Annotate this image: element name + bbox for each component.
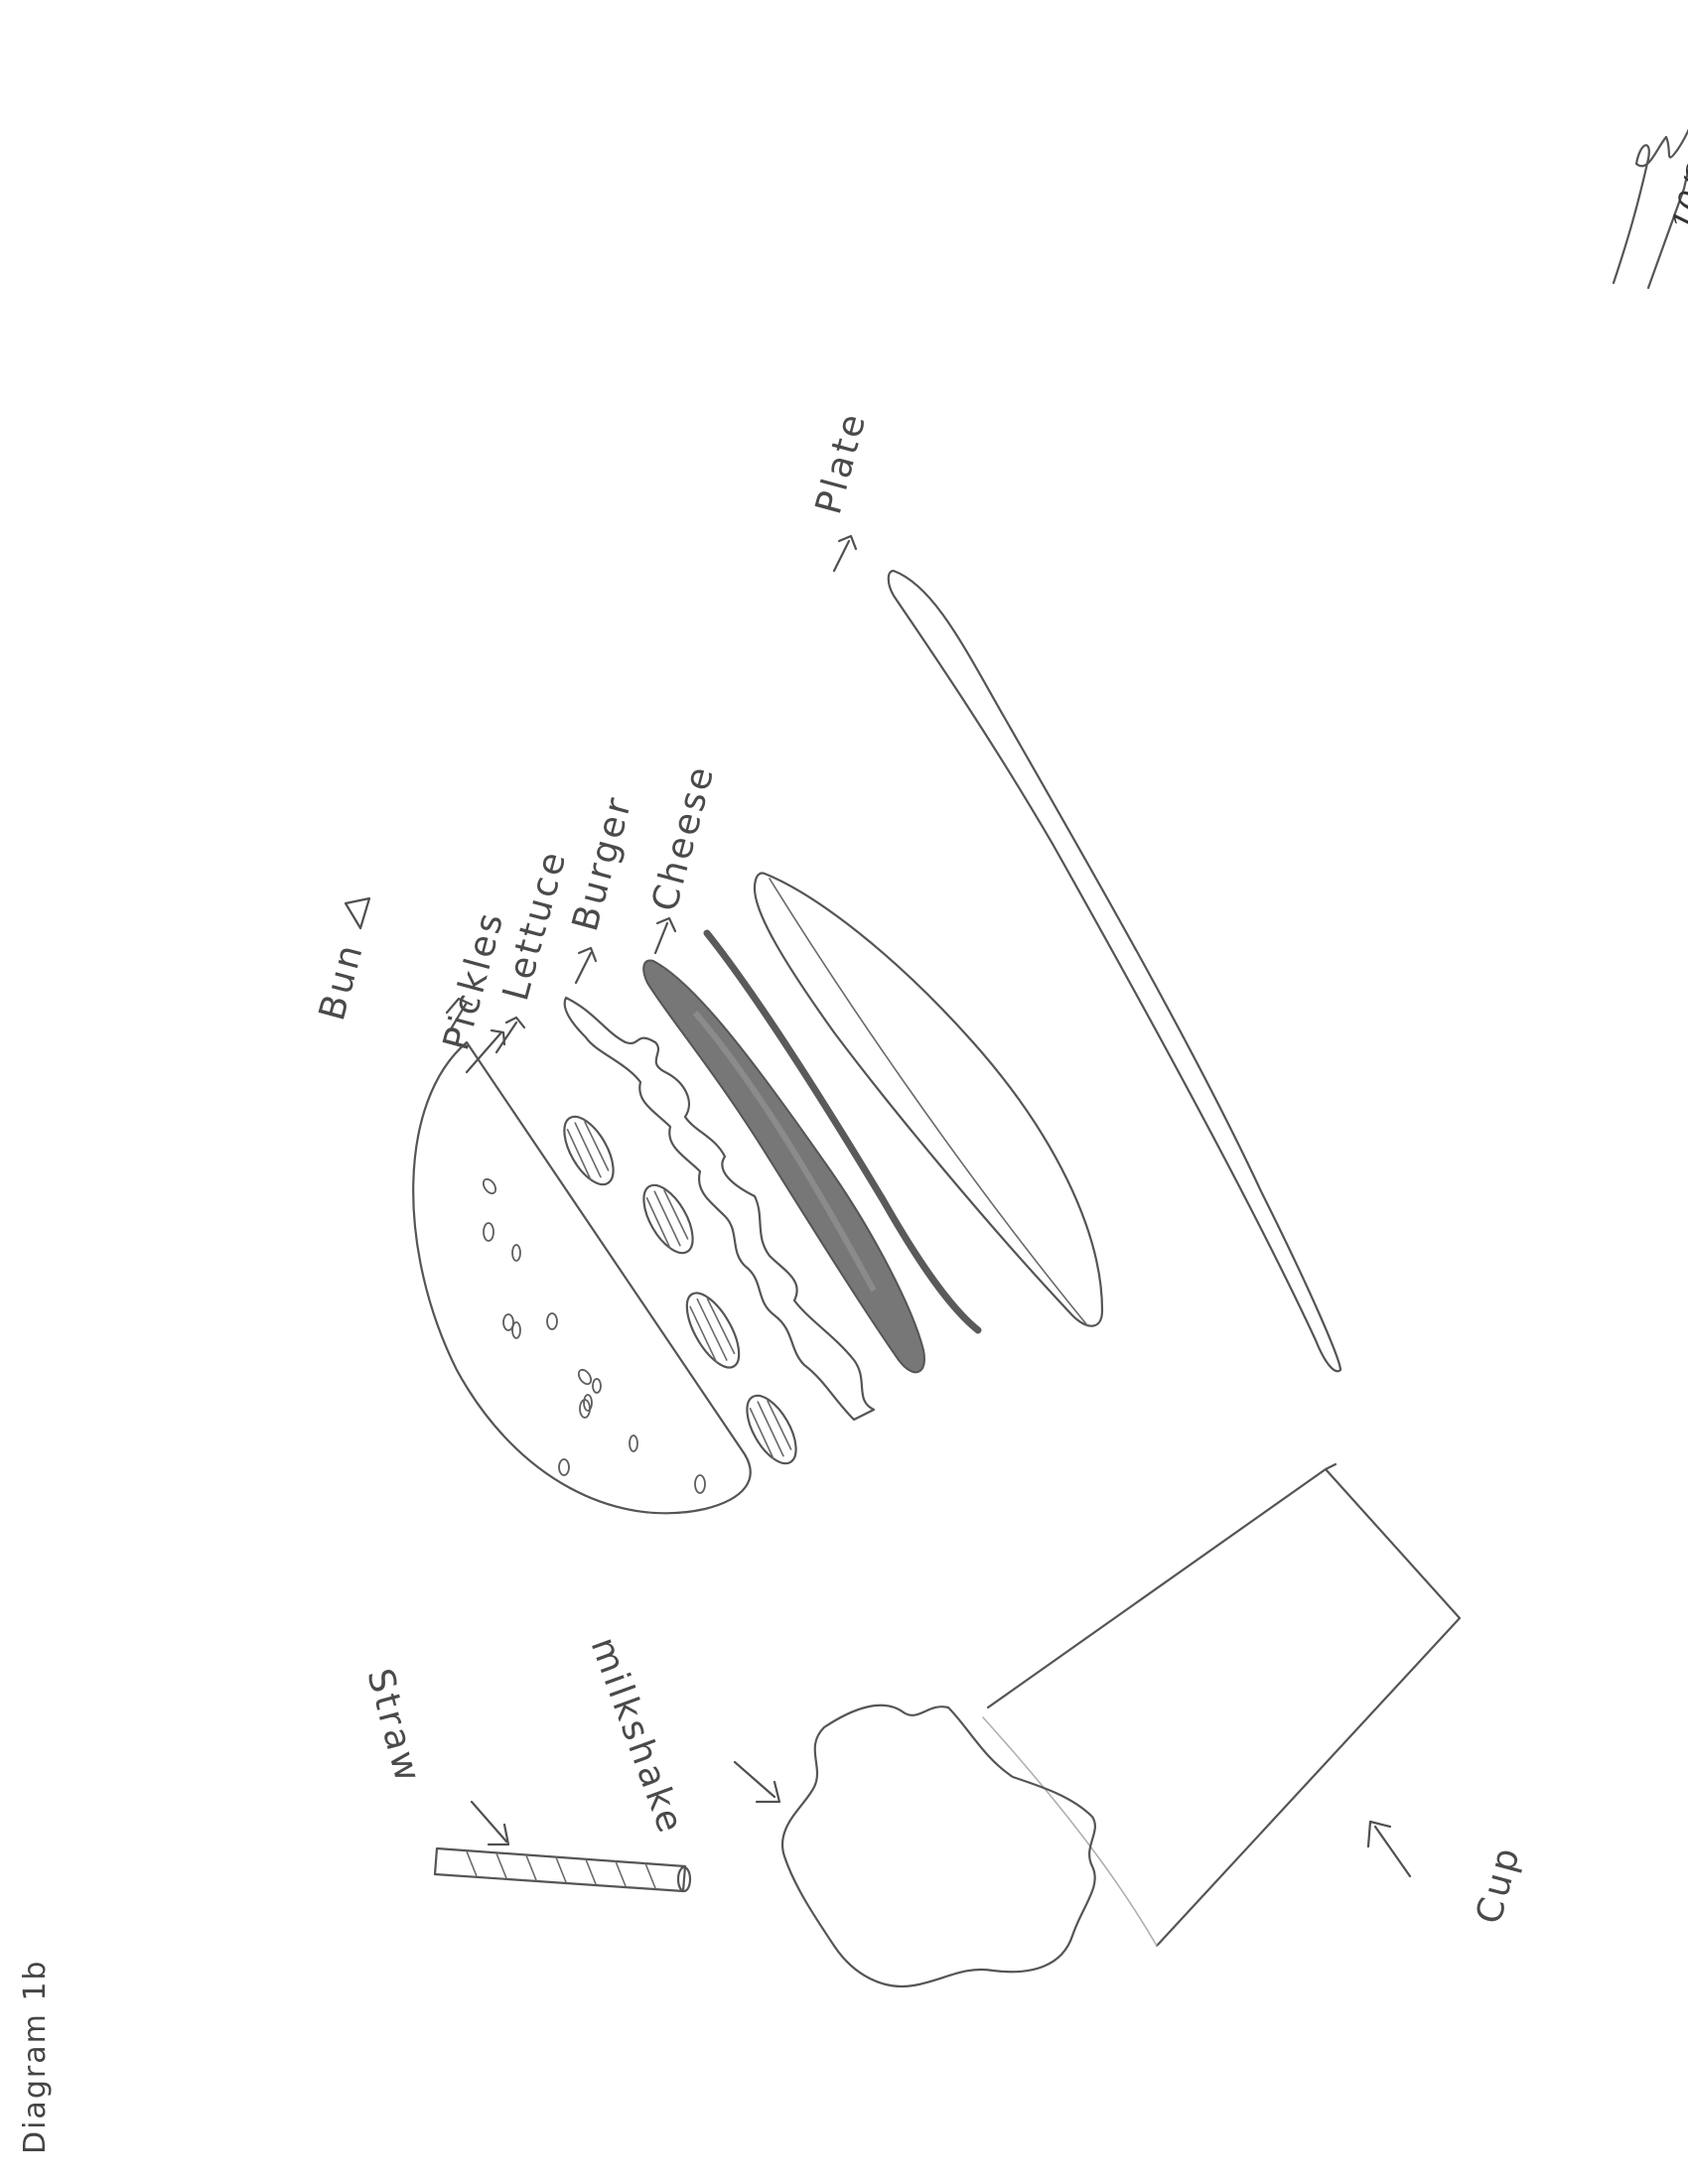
- pickle-slice: [633, 1177, 702, 1261]
- bun-seed: [484, 1223, 493, 1241]
- bun-arrow-head: [346, 898, 369, 928]
- plate: [889, 571, 1340, 1371]
- cup-arrow: [1368, 1822, 1410, 1876]
- bun-seed: [503, 1314, 513, 1330]
- signature-date: 10/21/17: [1664, 87, 1688, 235]
- straw: [435, 1848, 690, 1891]
- bun-seed: [547, 1313, 557, 1329]
- pickles: [554, 1109, 805, 1471]
- cheese-arrow: [655, 918, 675, 953]
- diagram-caption: Diagram 1b: [18, 1960, 53, 2154]
- plate-arrow: [834, 536, 856, 571]
- bottom-bun: [755, 874, 1102, 1326]
- top-bun: [413, 1042, 751, 1513]
- label-burger: Burger: [565, 791, 640, 935]
- label-plate: Plate: [808, 407, 875, 518]
- label-cheese: Cheese: [644, 760, 723, 916]
- cup: [983, 1464, 1460, 1946]
- label-cup: Cup: [1469, 1842, 1528, 1929]
- pickle-slice: [676, 1286, 749, 1376]
- straw-arrow: [472, 1802, 508, 1844]
- label-straw: Straw: [358, 1665, 428, 1789]
- burger-arrow: [576, 948, 596, 983]
- bun-seed: [630, 1435, 637, 1451]
- label-milkshake: milkshake: [583, 1632, 692, 1841]
- milkshake-blob: [782, 1706, 1095, 1986]
- milkshake-arrow: [735, 1762, 779, 1802]
- bun-seed: [559, 1459, 569, 1475]
- bun-seed: [593, 1379, 601, 1393]
- burger-patty: [643, 960, 924, 1372]
- bun-seed: [481, 1177, 497, 1196]
- pickle-slice: [554, 1109, 623, 1192]
- bun-seed: [576, 1368, 593, 1387]
- label-bun: Bun: [312, 938, 371, 1024]
- bun-seed: [695, 1475, 705, 1493]
- bun-seed: [512, 1245, 520, 1261]
